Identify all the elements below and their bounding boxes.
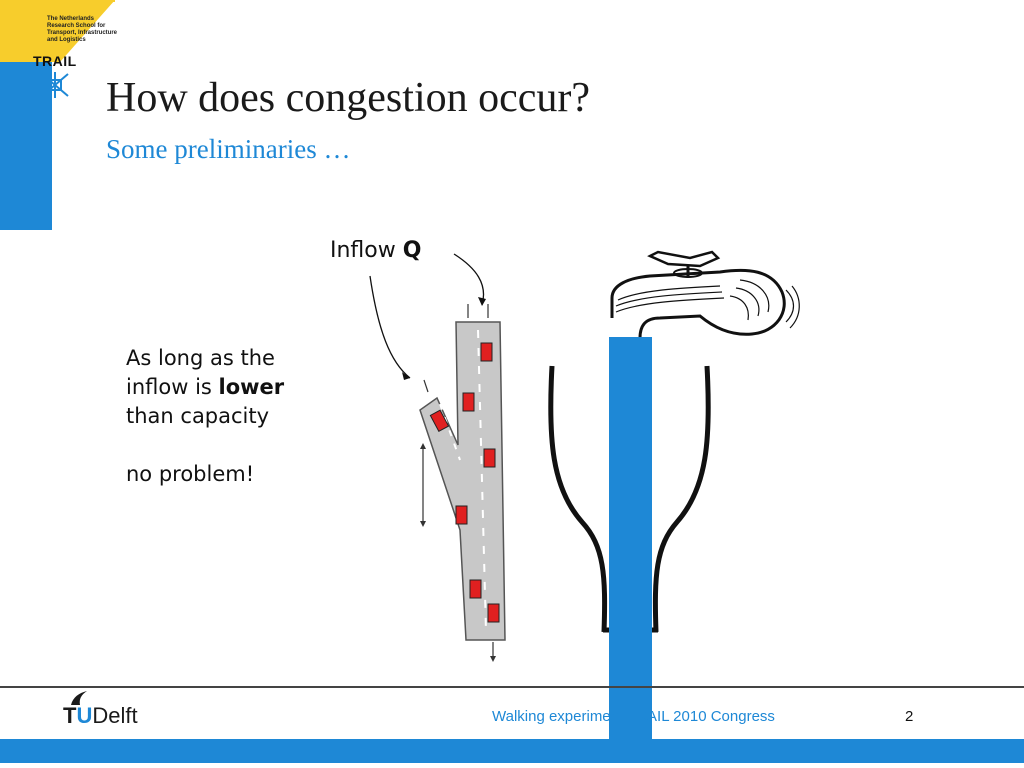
faucet-icon (610, 250, 800, 339)
footer-event-text: Walking experiment TRAIL 2010 Congress (492, 708, 775, 725)
footer-divider (0, 686, 1024, 688)
trail-logo-mark-icon (41, 72, 69, 98)
body-line-1: As long as the (126, 346, 275, 370)
car (480, 342, 493, 362)
car (469, 579, 482, 599)
water-stream (609, 337, 652, 743)
car (429, 409, 450, 432)
trail-logo-name: TRAIL (33, 53, 77, 69)
body-line-2: inflow is lower (126, 375, 285, 399)
tu-delft-flame-icon (71, 691, 87, 705)
body-text: As long as the inflow is lower than capa… (126, 344, 284, 489)
cars (429, 342, 500, 623)
body-line-4: no problem! (126, 462, 255, 486)
page-number: 2 (905, 708, 914, 725)
car (455, 505, 468, 525)
car (483, 448, 496, 468)
body-line-3: than capacity (126, 404, 270, 428)
road (419, 304, 506, 662)
trail-logo-org: The Netherlands Research School for Tran… (47, 16, 118, 43)
footer-edge (0, 763, 1024, 768)
slide-subtitle: Some preliminaries … (106, 134, 351, 164)
car (487, 603, 500, 623)
car (462, 392, 475, 412)
trail-logo: The Netherlands Research School for Tran… (0, 0, 125, 105)
inflow-arrow-left (369, 275, 411, 379)
body-gap (126, 431, 284, 460)
trail-logo-diamond (0, 0, 115, 62)
tu-delft-logo: TUDelft (63, 703, 138, 728)
inflow-symbol: Q (402, 238, 422, 263)
slide-title: How does congestion occur? (106, 75, 591, 121)
inflow-label: Inflow Q (330, 238, 422, 263)
footer-band (0, 739, 1024, 763)
